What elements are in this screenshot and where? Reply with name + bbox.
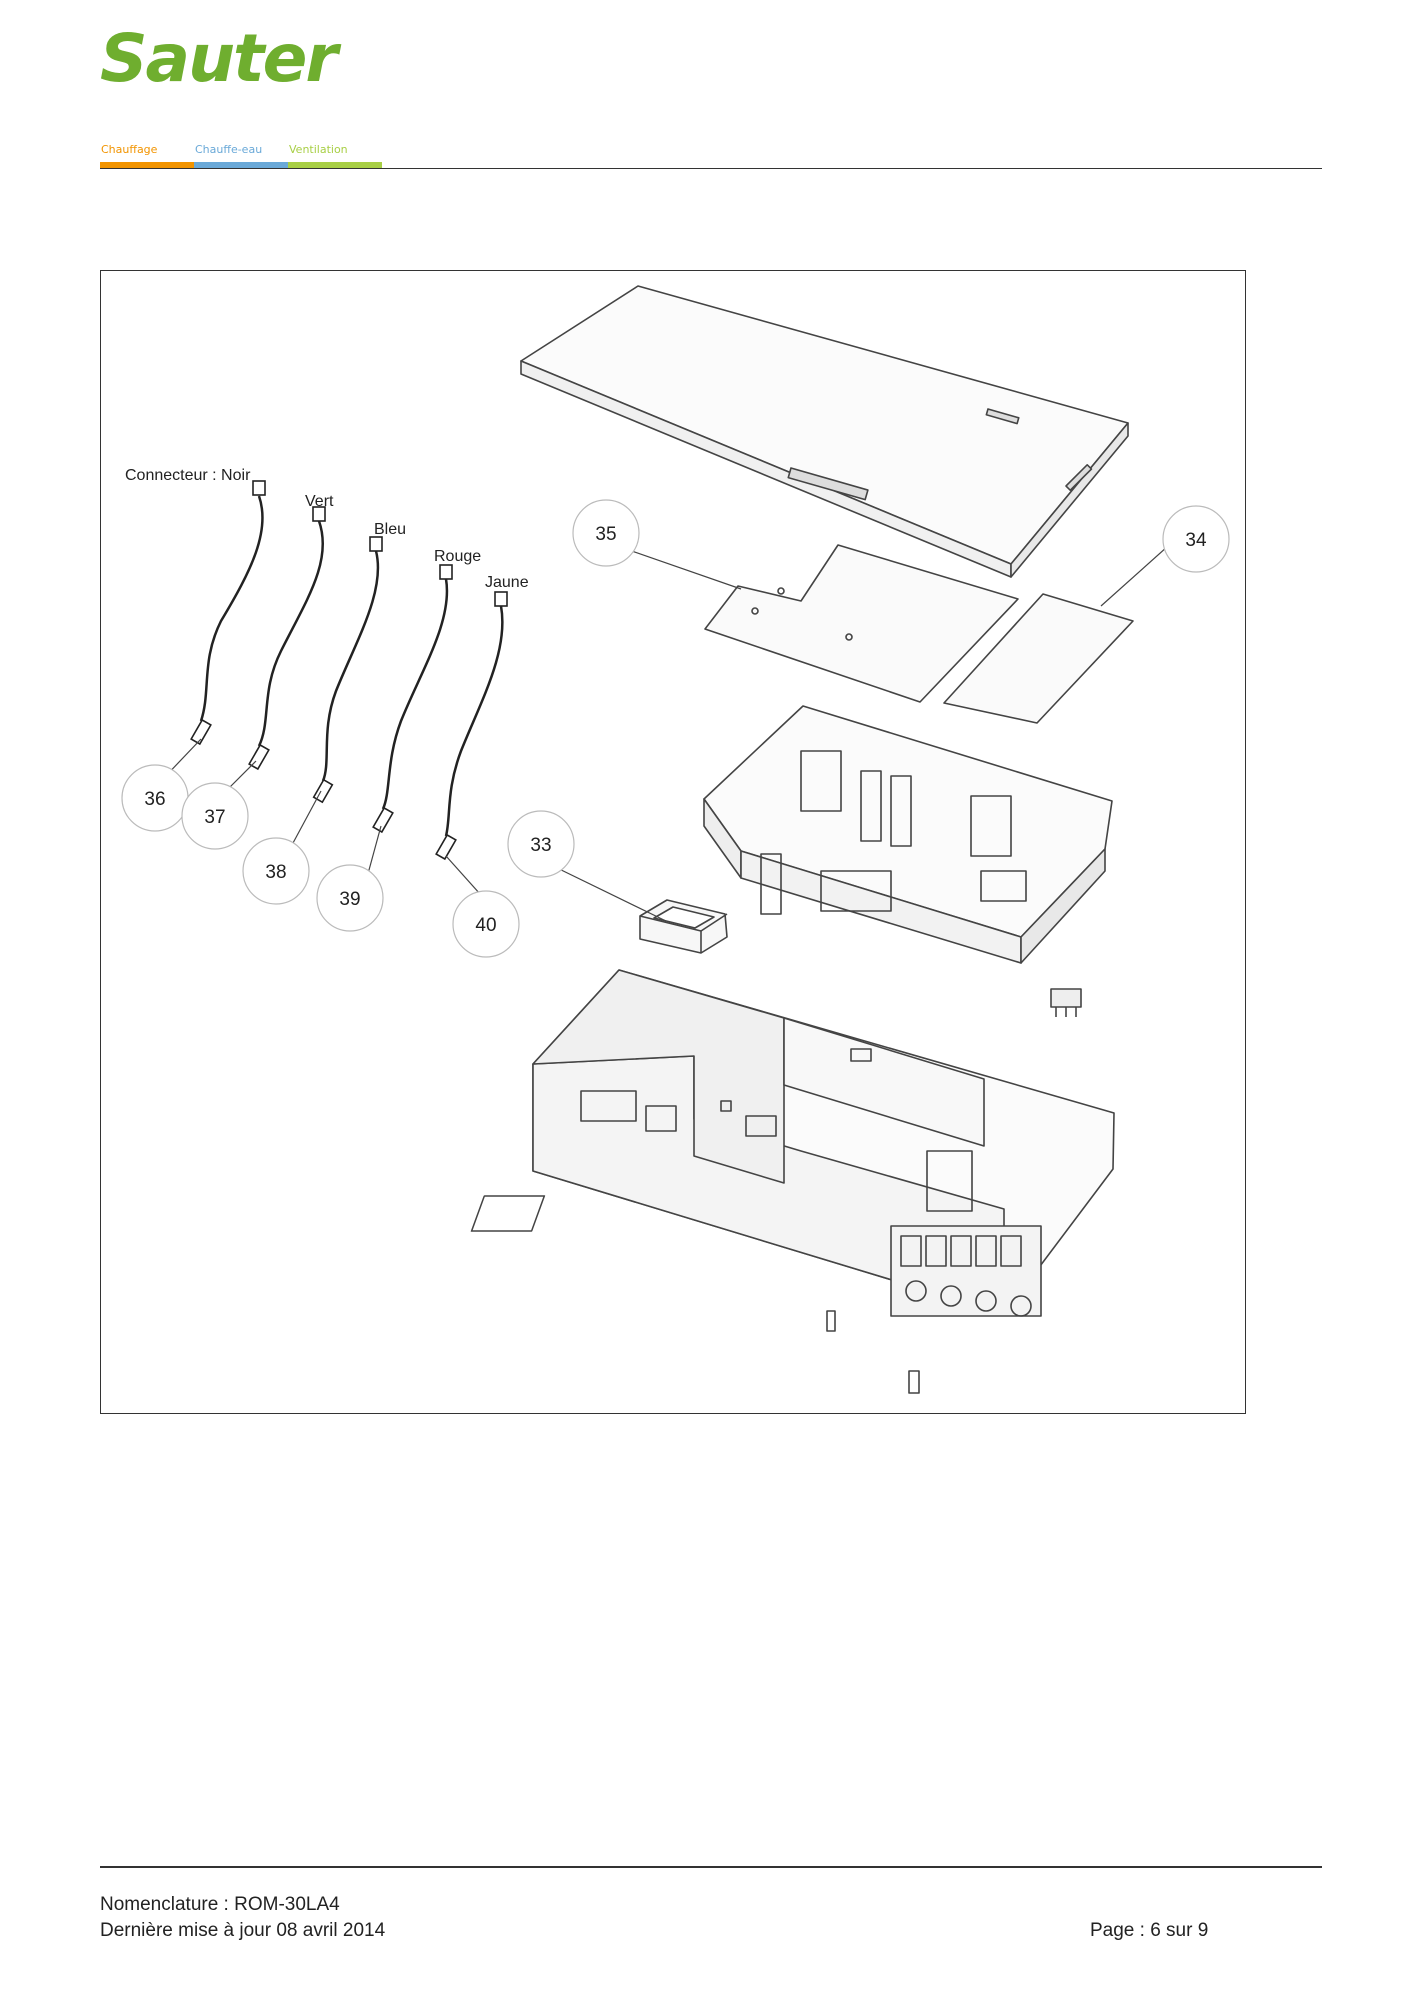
category-ventilation: Ventilation xyxy=(288,141,382,169)
svg-text:34: 34 xyxy=(1185,530,1207,551)
svg-text:33: 33 xyxy=(530,835,551,856)
category-label-chauffage: Chauffage xyxy=(101,143,158,156)
base-chassis xyxy=(470,969,1115,1394)
category-bar-ventilation xyxy=(288,162,382,169)
svg-text:36: 36 xyxy=(144,789,165,810)
exploded-view-figure: Connecteur : Noir Vert Bleu Rouge Jaune … xyxy=(100,270,1246,1414)
middle-tray xyxy=(703,705,1113,964)
small-connector xyxy=(1050,988,1082,1017)
footer-updated-date: Dernière mise à jour 08 avril 2014 xyxy=(100,1920,386,1941)
label-bleu: Bleu xyxy=(374,521,406,538)
connector-noir xyxy=(252,480,266,496)
header-rule xyxy=(100,168,1322,169)
part-35-board xyxy=(704,544,1019,703)
callout-36: 36 xyxy=(121,764,189,832)
footer-nomenclature: Nomenclature : ROM-30LA4 xyxy=(100,1894,340,1915)
callout-34: 34 xyxy=(1162,505,1230,573)
part-34-board xyxy=(943,593,1134,724)
part-33-housing xyxy=(639,899,728,954)
callout-35: 35 xyxy=(572,499,640,567)
category-bar-chauffe-eau xyxy=(194,162,288,169)
top-cover xyxy=(520,285,1129,578)
probe-noir xyxy=(190,718,212,746)
label-jaune: Jaune xyxy=(485,574,529,591)
svg-text:35: 35 xyxy=(595,524,616,545)
wire-vert xyxy=(257,520,324,747)
wire-bleu xyxy=(321,550,380,782)
exploded-view-drawing: Connecteur : Noir Vert Bleu Rouge Jaune … xyxy=(121,285,1230,1394)
label-noir: Connecteur : Noir xyxy=(125,467,251,484)
wire-connectors xyxy=(190,480,508,861)
sensor-wires xyxy=(199,495,504,837)
category-tabs: Chauffage Chauffe-eau Ventilation xyxy=(100,141,382,169)
connector-vert xyxy=(312,506,326,522)
category-chauffe-eau: Chauffe-eau xyxy=(194,141,288,169)
callouts: 35 34 33 36 37 38 39 40 xyxy=(121,499,1230,958)
callout-37: 37 xyxy=(181,782,249,850)
svg-text:37: 37 xyxy=(204,807,225,828)
category-bar-chauffage xyxy=(100,162,194,169)
svg-text:40: 40 xyxy=(475,915,496,936)
brand-logo: Sauter xyxy=(100,20,338,97)
category-label-ventilation: Ventilation xyxy=(289,143,348,156)
callout-39: 39 xyxy=(316,864,384,932)
terminal-block xyxy=(890,1225,1042,1317)
footer-rule xyxy=(100,1866,1322,1868)
svg-text:39: 39 xyxy=(339,889,360,910)
connector-jaune xyxy=(494,591,508,607)
wire-rouge xyxy=(381,578,449,810)
callout-33: 33 xyxy=(507,810,575,878)
wire-jaune xyxy=(444,605,504,837)
wire-noir xyxy=(199,495,264,722)
label-vert: Vert xyxy=(305,493,334,510)
connector-bleu xyxy=(369,536,383,552)
category-label-chauffe-eau: Chauffe-eau xyxy=(195,143,263,156)
probe-rouge xyxy=(372,806,394,834)
connector-rouge xyxy=(439,564,453,580)
svg-text:38: 38 xyxy=(265,862,286,883)
probe-jaune xyxy=(435,833,457,861)
label-rouge: Rouge xyxy=(434,548,481,565)
category-chauffage: Chauffage xyxy=(100,141,194,169)
callout-40: 40 xyxy=(452,890,520,958)
callout-38: 38 xyxy=(242,837,310,905)
footer-page-number: Page : 6 sur 9 xyxy=(1090,1920,1209,1941)
